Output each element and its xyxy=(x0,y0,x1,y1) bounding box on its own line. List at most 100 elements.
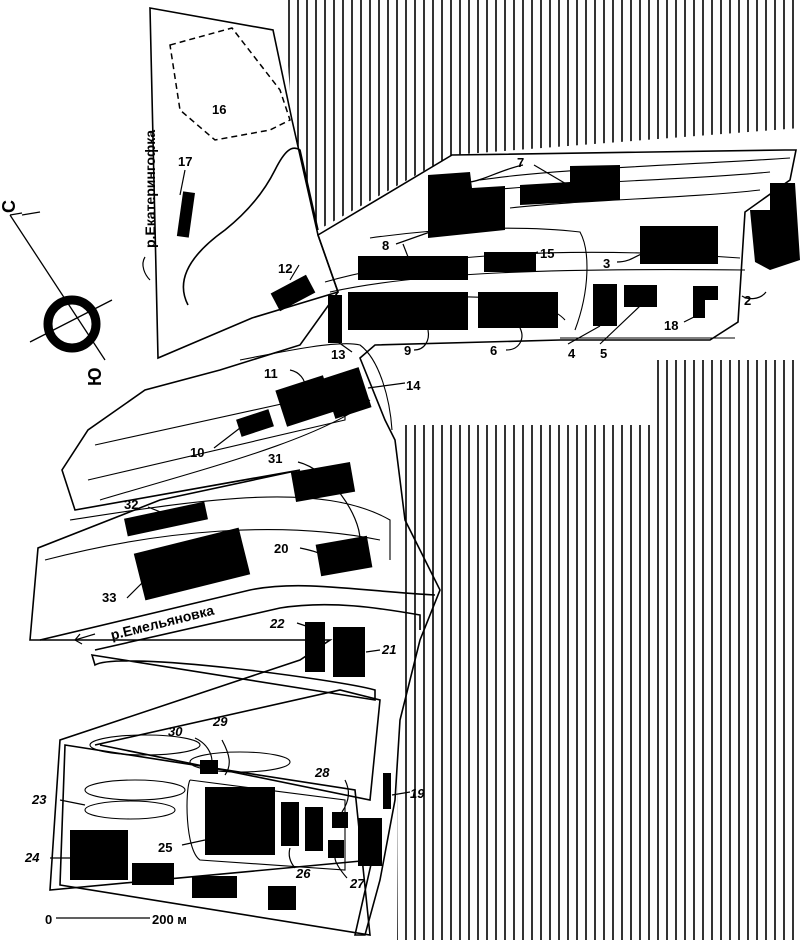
rail-track-3 xyxy=(479,157,791,181)
lens-shape-2 xyxy=(189,751,291,773)
building-7 xyxy=(428,172,505,238)
building-14 xyxy=(322,367,372,419)
southern-inner-loop xyxy=(186,779,346,871)
label-26: 26 xyxy=(295,866,311,881)
building-30 xyxy=(200,760,218,774)
rail-track-9 xyxy=(239,343,393,431)
compass-ring xyxy=(43,295,101,353)
compass-rose xyxy=(9,211,113,361)
dashed-area-16 xyxy=(169,27,291,141)
label-23: 23 xyxy=(31,792,47,807)
label-19: 19 xyxy=(410,786,425,801)
building-27b xyxy=(358,818,382,866)
buildings xyxy=(70,165,800,910)
building-19 xyxy=(383,773,391,809)
label-15: 15 xyxy=(540,246,554,261)
hatched-area-northeast xyxy=(283,0,800,230)
building-6 xyxy=(478,292,558,328)
compass-south-label: Ю xyxy=(85,367,105,386)
rail-track-4 xyxy=(469,171,771,193)
river-ekateringofka-label: р.Екатерингофка xyxy=(142,130,158,248)
building-13 xyxy=(328,295,342,343)
southern-block-outline xyxy=(59,744,371,936)
emelyanovka-arrow xyxy=(74,633,96,645)
building-s1 xyxy=(132,863,174,885)
building-s2 xyxy=(192,876,237,898)
emelyanovka-river-channel xyxy=(39,584,436,641)
hatched-area-east xyxy=(397,360,800,940)
rail-track-5 xyxy=(509,189,761,209)
label-28: 28 xyxy=(314,765,330,780)
label-9: 9 xyxy=(404,343,411,358)
south-access-road xyxy=(94,689,381,801)
rail-track-2 xyxy=(329,268,746,293)
rail-track-11 xyxy=(99,399,371,501)
emelyanovka-river-bank xyxy=(94,603,421,651)
north-arrow-icon xyxy=(21,211,41,216)
building-3 xyxy=(640,226,718,264)
main-site-outline xyxy=(29,149,797,936)
building-26b xyxy=(305,807,323,851)
river-emelyanovka-label: р.Емельяновка xyxy=(109,602,216,643)
label-14: 14 xyxy=(406,378,421,393)
inner-rail-loop-west xyxy=(182,147,319,306)
rail-track-12 xyxy=(69,496,391,560)
rail-track-13 xyxy=(44,529,381,561)
building-18 xyxy=(693,286,718,318)
label-20: 20 xyxy=(274,541,288,556)
label-3: 3 xyxy=(603,256,610,271)
label-21: 21 xyxy=(381,642,396,657)
scale-zero-label: 0 xyxy=(45,912,52,927)
building-12 xyxy=(270,274,316,312)
label-22: 22 xyxy=(269,616,285,631)
label-12: 12 xyxy=(278,261,292,276)
label-30: 30 xyxy=(168,724,183,739)
label-7: 7 xyxy=(517,155,524,170)
label-16: 16 xyxy=(212,102,226,117)
building-s3 xyxy=(268,886,296,910)
scale-distance-label: 200 м xyxy=(152,912,187,927)
building-32 xyxy=(124,501,208,537)
lens-shape-1 xyxy=(89,734,201,756)
label-2: 2 xyxy=(744,293,751,308)
leader-lines xyxy=(50,164,767,879)
label-24: 24 xyxy=(24,850,40,865)
building-10 xyxy=(236,409,274,437)
building-8 xyxy=(358,256,468,280)
building-5 xyxy=(624,285,657,307)
label-33: 33 xyxy=(102,590,116,605)
label-11: 11 xyxy=(264,366,278,381)
building-26a xyxy=(281,802,299,846)
label-31: 31 xyxy=(268,451,282,466)
building-20 xyxy=(315,535,373,577)
building-28 xyxy=(332,812,348,828)
label-29: 29 xyxy=(212,714,228,729)
lower-loop-road xyxy=(90,654,376,701)
building-17 xyxy=(176,191,196,238)
label-6: 6 xyxy=(490,343,497,358)
label-18: 18 xyxy=(664,318,678,333)
label-8: 8 xyxy=(382,238,389,253)
label-4: 4 xyxy=(568,346,576,361)
building-4 xyxy=(593,284,617,326)
building-31 xyxy=(290,462,356,502)
rail-track-6 xyxy=(369,227,588,331)
building-33 xyxy=(133,527,251,601)
label-27: 27 xyxy=(349,876,365,891)
lens-shape-4 xyxy=(84,800,176,820)
building-27 xyxy=(328,840,344,858)
building-21 xyxy=(333,627,365,677)
building-22 xyxy=(305,622,325,672)
label-17: 17 xyxy=(178,154,192,169)
building-9 xyxy=(348,292,468,330)
building-11 xyxy=(275,375,335,427)
label-10: 10 xyxy=(190,445,204,460)
building-7b xyxy=(520,165,620,205)
label-32: 32 xyxy=(124,497,138,512)
compass-north-label: С xyxy=(0,200,19,213)
label-5: 5 xyxy=(600,346,607,361)
label-25: 25 xyxy=(158,840,172,855)
lens-shape-3 xyxy=(84,779,186,801)
building-25 xyxy=(205,787,275,855)
